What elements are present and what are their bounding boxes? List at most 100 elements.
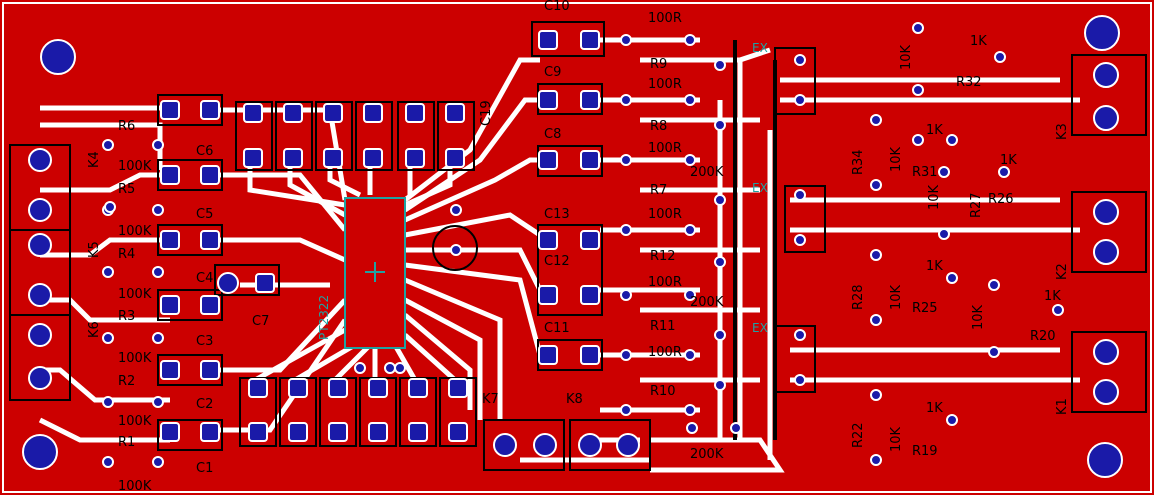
label-r31: R31: [912, 165, 938, 180]
terminal-pad: [493, 433, 517, 457]
label-r12: R12: [650, 249, 676, 264]
labels: R6 R5 R4 R3 R2 R1 100K 100K 100K 100K 10…: [87, 0, 1070, 494]
label-100k-5: 100K: [118, 414, 152, 429]
pad-cap: [248, 378, 268, 398]
via: [620, 154, 632, 166]
pad-cap: [445, 148, 465, 168]
via: [152, 204, 164, 216]
via: [620, 404, 632, 416]
pad-cap: [288, 378, 308, 398]
pad-cap: [580, 230, 600, 250]
label-100k-6: 100K: [118, 479, 152, 494]
label-10k-5: 10K: [927, 184, 942, 210]
via: [684, 289, 696, 301]
label-c19: C19: [479, 100, 494, 126]
label-ex-1: EX: [752, 41, 768, 55]
terminal-pad: [1093, 62, 1119, 88]
pad-cap: [323, 148, 343, 168]
label-100r-4: 100R: [648, 207, 682, 222]
ic-center-mark: [365, 262, 385, 282]
via: [730, 422, 742, 434]
label-1k-6: 1K: [970, 34, 987, 49]
via: [102, 456, 114, 468]
label-1k-2: 1K: [926, 259, 943, 274]
label-c3: C3: [196, 334, 213, 349]
via: [870, 389, 882, 401]
terminal-pad: [616, 433, 640, 457]
via: [988, 346, 1000, 358]
via: [912, 22, 924, 34]
terminal-pad: [28, 198, 52, 222]
label-k7: K7: [482, 392, 499, 407]
mounting-holes: [22, 15, 1123, 478]
label-r9: R9: [650, 57, 667, 72]
pad-cap: [408, 422, 428, 442]
via: [870, 454, 882, 466]
pad-cap: [538, 285, 558, 305]
label-1k-3: 1K: [926, 401, 943, 416]
pad-left-cap: [160, 422, 180, 442]
via: [938, 228, 950, 240]
pad-left-cap: [160, 165, 180, 185]
label-r6: R6: [118, 119, 135, 134]
via: [870, 179, 882, 191]
label-10k-6: 10K: [971, 304, 986, 330]
label-c13: C13: [544, 207, 570, 222]
via: [152, 332, 164, 344]
label-r19: R19: [912, 444, 938, 459]
via: [152, 456, 164, 468]
via: [912, 84, 924, 96]
label-200k-1: 200K: [690, 165, 724, 180]
label-ex-2: EX: [752, 181, 768, 195]
label-10k-3: 10K: [889, 426, 904, 452]
label-10k-4: 10K: [899, 44, 914, 70]
via: [102, 266, 114, 278]
pad-cap: [445, 103, 465, 123]
label-ic: PT2322: [317, 295, 331, 340]
pad-cap: [243, 103, 263, 123]
pad-cap: [368, 378, 388, 398]
pad: [255, 273, 275, 293]
via: [684, 94, 696, 106]
via: [684, 34, 696, 46]
via: [946, 134, 958, 146]
via: [794, 94, 806, 106]
label-r34: R34: [851, 149, 866, 175]
label-r8: R8: [650, 119, 667, 134]
terminal-pad: [1093, 239, 1119, 265]
pad-left-cap: [200, 422, 220, 442]
label-ex-3: EX: [752, 321, 768, 335]
pad-cap: [405, 103, 425, 123]
label-1k-1: 1K: [926, 123, 943, 138]
label-k2: K2: [1055, 263, 1070, 280]
via: [620, 34, 632, 46]
via: [152, 266, 164, 278]
via: [714, 256, 726, 268]
via: [794, 329, 806, 341]
terminal-pad: [533, 433, 557, 457]
label-10k-2: 10K: [889, 284, 904, 310]
terminal-pad: [28, 233, 52, 257]
pad-cap: [288, 422, 308, 442]
via: [794, 234, 806, 246]
pad-left-cap: [200, 230, 220, 250]
label-r5: R5: [118, 182, 135, 197]
pad-left-cap: [160, 230, 180, 250]
label-k4: K4: [87, 151, 102, 168]
label-r26: R26: [988, 192, 1014, 207]
pad-cap: [580, 30, 600, 50]
label-c10: C10: [544, 0, 570, 14]
via: [102, 396, 114, 408]
via: [684, 404, 696, 416]
label-100r-6: 100R: [648, 345, 682, 360]
label-k5: K5: [87, 241, 102, 258]
label-r32: R32: [956, 75, 982, 90]
label-k8: K8: [566, 392, 583, 407]
terminal-pad: [1093, 379, 1119, 405]
pad-cap: [405, 148, 425, 168]
label-r25: R25: [912, 301, 938, 316]
via: [450, 244, 462, 256]
label-100k-3: 100K: [118, 287, 152, 302]
pad-cap: [448, 378, 468, 398]
pad-cap: [323, 103, 343, 123]
